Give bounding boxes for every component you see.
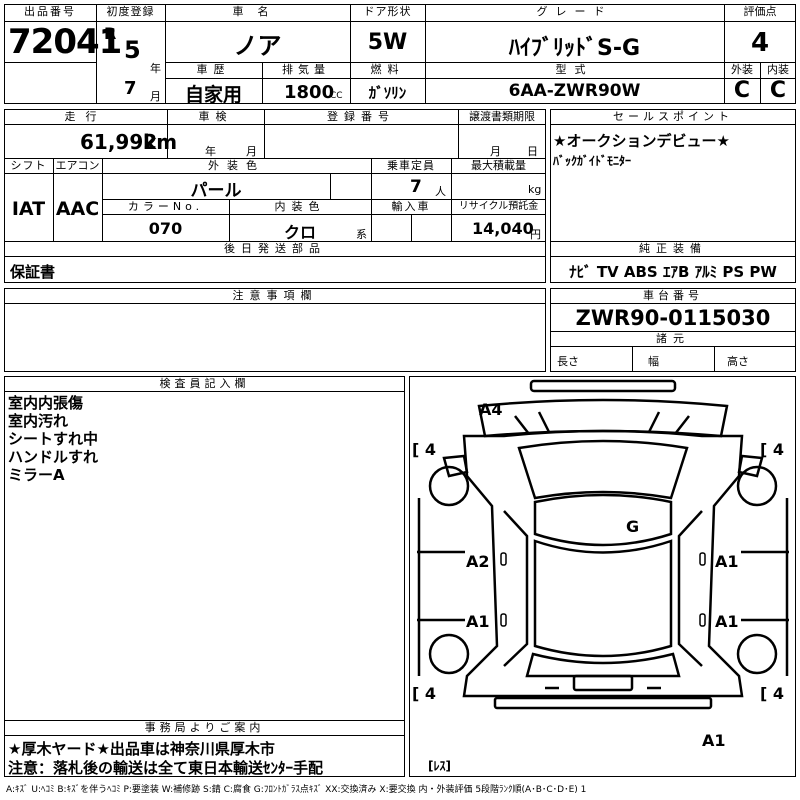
notes-label: 注意事項欄 [232, 289, 318, 302]
office-line2: 注意：落札後の輸送は全て東日本輸送ｾﾝﾀｰ手配 [8, 759, 324, 777]
inspection-year-unit: 年 [205, 145, 216, 158]
exterior-score: C [733, 78, 751, 103]
capacity-unit: 人 [435, 185, 446, 198]
mileage: 61,992 [80, 130, 158, 154]
aircon-label: エアコン [55, 159, 100, 172]
score-label: 評価点 [743, 5, 777, 18]
exterior-label: 外装 [731, 63, 753, 76]
displacement-unit: CC [330, 91, 343, 101]
tire-rear-right: [ 4 [760, 684, 785, 703]
damage-diagram [409, 376, 796, 777]
car-outline [417, 379, 789, 710]
car-name: ノア [233, 32, 282, 60]
transfer-deadline-label: 譲渡書類期限 [469, 110, 535, 123]
length-label: 長さ [557, 355, 579, 368]
max-load-label: 最大積載量 [471, 159, 526, 172]
tire-front-left: [ 4 [412, 440, 437, 459]
recycle-deposit-unit: 円 [530, 228, 541, 241]
vehicle-details-block [4, 109, 546, 283]
mileage-label: 走行 [64, 110, 107, 123]
damage-left-rear-door-a1: A1 [466, 612, 490, 631]
damage-rear-bumper-a1: A1 [702, 731, 726, 750]
inspector-notes: 室内内張傷 室内汚れ シートすれ中 ハンドルすれ ミラーA [8, 394, 99, 484]
sales-point-block [550, 109, 796, 283]
grade-label: グレード [536, 5, 613, 18]
history: 自家用 [184, 84, 242, 106]
overall-score: 4 [750, 28, 770, 58]
interior-color: クロ [283, 223, 316, 242]
exterior-color-label: 外装色 [208, 159, 265, 172]
header-block [4, 4, 796, 104]
lot-number-label: 出品番号 [24, 5, 76, 18]
chassis-number-label: 車台番号 [643, 289, 703, 302]
damage-right-rear-door-a1: A1 [715, 612, 739, 631]
capacity: 7 [410, 177, 422, 197]
displacement: 1800 [284, 82, 335, 103]
import-label: 輸入車 [391, 200, 431, 213]
aircon: AAC [55, 198, 100, 220]
office-block [4, 720, 405, 777]
first-registration-label: 初度登録 [106, 5, 155, 18]
reg-year-unit: 年 [150, 62, 161, 75]
width-label: 幅 [648, 355, 659, 368]
reg-year: 5 [124, 36, 141, 64]
later-parts: 保証書 [10, 263, 56, 281]
registration-number-label: 登録番号 [327, 110, 395, 123]
recycle-deposit: 14,040 [472, 219, 534, 238]
damage-windshield-g: G [626, 517, 640, 536]
door-label: ドア形状 [363, 5, 412, 18]
sales-point-line2: ﾊﾞｯｸｶﾞｲﾄﾞﾓﾆﾀｰ [553, 154, 632, 168]
exterior-color: パール [190, 181, 242, 201]
fuel: ｶﾞｿﾘﾝ [368, 84, 407, 102]
interior-score: C [769, 78, 787, 103]
office-label: 事務局よりご案内 [144, 721, 265, 734]
history-label: 車歴 [196, 63, 231, 76]
displacement-label: 排気量 [282, 63, 330, 76]
fuel-label: 燃料 [370, 63, 405, 76]
notes-block [4, 288, 546, 372]
damage-hood-a4: A4 [479, 400, 503, 419]
height-label: 高さ [727, 355, 749, 368]
transfer-month-unit: 月 [490, 145, 501, 158]
chassis-block [550, 288, 796, 372]
car-name-label: 車名 [232, 5, 283, 18]
color-number: 070 [148, 219, 183, 238]
era-mark: R [104, 24, 117, 43]
reg-month-unit: 月 [150, 90, 161, 103]
shift-label: シフト [10, 159, 47, 172]
grade: ﾊｲﾌﾞﾘｯﾄﾞS-G [508, 36, 641, 61]
interior-color-unit: 系 [356, 228, 367, 241]
model-label: 型式 [555, 63, 594, 76]
inspector-label: 検査員記入欄 [159, 377, 250, 390]
chassis-number: ZWR90-0115030 [575, 306, 771, 330]
shift: IAT [11, 198, 46, 220]
damage-right-front-door-a1: A1 [715, 552, 739, 571]
sales-point-line1: ★オークションデビュー★ [553, 132, 730, 150]
tire-front-right: [ 4 [760, 440, 785, 459]
door-type: 5W [367, 30, 408, 55]
lot-number: 72041 [8, 22, 122, 62]
spare-tire: [ﾚｽ] [428, 759, 451, 773]
transfer-day-unit: 日 [527, 145, 538, 158]
interior-color-label: 内装色 [274, 200, 326, 213]
recycle-deposit-label: リサイクル預託金 [458, 201, 539, 212]
factory-equipment-label: 純正装備 [639, 242, 707, 255]
later-parts-label: 後日発送部品 [224, 242, 326, 255]
inspection-label: 車検 [198, 110, 233, 123]
model-code: 6AA-ZWR90W [508, 81, 641, 101]
max-load-unit: kg [528, 183, 542, 196]
sales-point-label: セールスポイント [613, 110, 733, 123]
office-line1: ★厚木ヤード★出品車は神奈川県厚木市 [8, 740, 275, 758]
color-number-label: カラーNo. [127, 200, 204, 213]
factory-equipment: ﾅﾋﾞ TV ABS ｴｱB ｱﾙﾐ PS PW [569, 263, 777, 281]
reg-month: 7 [124, 78, 137, 99]
mileage-unit: km [143, 130, 178, 154]
interior-label: 内装 [767, 63, 789, 76]
legend: A:ｷｽﾞ U:ﾍｺﾐ B:ｷｽﾞを伴うﾍｺﾐ P:要塗装 W:補修跡 S:錆 … [6, 785, 587, 795]
capacity-label: 乗車定員 [387, 159, 435, 172]
tire-rear-left: [ 4 [412, 684, 437, 703]
damage-left-front-door-a2: A2 [466, 552, 490, 571]
inspection-month-unit: 月 [246, 145, 257, 158]
specs-label: 諸元 [656, 332, 690, 345]
